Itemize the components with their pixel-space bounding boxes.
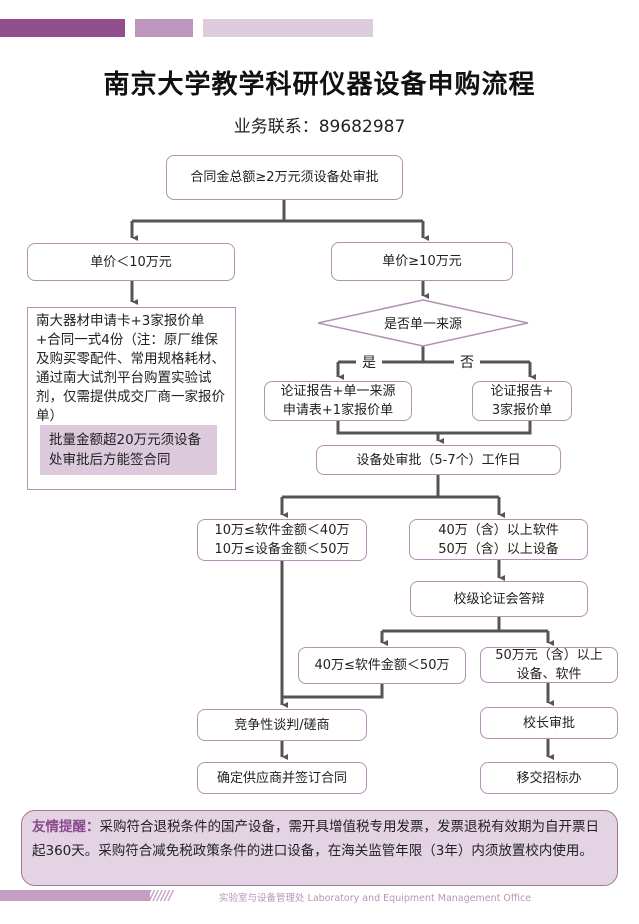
mid-range-line-1: 10万≤软件金额＜40万 (214, 523, 350, 538)
start-text: 合同金总额≥2万元须设备处审批 (190, 170, 379, 185)
reminder-label: 友情提醒： (32, 819, 100, 835)
over-50-box: 50万元（含）以上设备、软件 (480, 647, 618, 683)
branch-low-box: 单价＜10万元 (27, 243, 235, 281)
contract-text: 确定供应商并签订合同 (216, 770, 347, 786)
negotiation-text: 竞争性谈判/磋商 (234, 717, 330, 733)
reminder-box: 友情提醒：采购符合退税条件的国产设备，需开具增值税专用发票，发票退税有效期为自开… (21, 810, 618, 886)
yes-label: 是 (356, 352, 382, 372)
connector-merge (336, 420, 532, 440)
negotiation-box: 竞争性谈判/磋商 (197, 709, 367, 741)
connector-start (132, 200, 423, 223)
no-box-line-2: 3家报价单 (491, 403, 553, 418)
contract-box: 确定供应商并签订合同 (197, 762, 367, 794)
yes-box-line-2: 申请表+1家报价单 (282, 403, 394, 418)
connector-software (282, 684, 384, 699)
page-title: 南京大学教学科研仪器设备申购流程 (103, 70, 536, 100)
bidding-text: 移交招标办 (516, 770, 582, 786)
footer-stripes: /////// (146, 889, 173, 904)
mid-range-box: 10万≤软件金额＜40万 10万≤设备金额＜50万 (197, 519, 367, 561)
high-range-box: 40万（含）以上软件 50万（含）以上设备 (409, 519, 588, 560)
defense-box: 校级论证会答辩 (410, 581, 588, 617)
accent-bar-3 (203, 19, 373, 37)
defense-text: 校级论证会答辩 (453, 591, 545, 607)
branch-high-text: 单价≥10万元 (382, 254, 462, 269)
bidding-box: 移交招标办 (480, 762, 618, 794)
approval-box: 设备处审批（5-7个）工作日 (316, 445, 561, 475)
decision-diamond (317, 299, 529, 347)
branch-low-text: 单价＜10万元 (90, 254, 172, 270)
over-50-line-2: 设备、软件 (516, 667, 582, 682)
reminder-text: 采购符合退税条件的国产设备，需开具增值税专用发票，发票退税有效期为自开票日起36… (32, 819, 599, 859)
low-note-text: 南大器材申请卡+3家报价单+合同一式4份（注：原厂维保及购买零配件、常用规格耗材… (36, 313, 225, 424)
yes-box: 论证报告+单一来源申请表+1家报价单 (264, 381, 412, 421)
software-range-box: 40万≤软件金额＜50万 (298, 647, 466, 684)
no-box: 论证报告+ 3家报价单 (472, 381, 572, 421)
over-50-line-1: 50万元（含）以上 (495, 648, 603, 663)
president-box: 校长审批 (480, 707, 618, 739)
no-box-line-1: 论证报告+ (490, 384, 554, 399)
approval-text: 设备处审批（5-7个）工作日 (356, 452, 521, 468)
no-label: 否 (454, 352, 480, 372)
mid-range-line-2: 10万≤设备金额＜50万 (214, 542, 350, 557)
footer-bar (0, 890, 150, 901)
software-range-text: 40万≤软件金额＜50万 (314, 658, 450, 673)
branch-high-box: 单价≥10万元 (331, 242, 513, 281)
decision-text: 是否单一来源 (383, 317, 462, 332)
connector-defense (382, 617, 548, 633)
president-text: 校长审批 (522, 715, 575, 731)
footer-office: 实验室与设备管理处 Laboratory and Equipment Manag… (219, 893, 532, 904)
high-range-line-1: 40万（含）以上软件 (438, 522, 559, 538)
connector-approval (282, 474, 499, 499)
yes-box-line-1: 论证报告+单一来源 (280, 384, 396, 399)
low-note-highlight: 批量金额超20万元须设备处审批后方能签合同 (40, 425, 217, 475)
accent-bar-2 (135, 19, 193, 37)
high-range-line-2: 50万（含）以上设备 (438, 541, 559, 557)
accent-bar-1 (0, 19, 125, 37)
contact-phone: 业务联系：89682987 (233, 117, 406, 137)
start-box: 合同金总额≥2万元须设备处审批 (166, 155, 403, 200)
